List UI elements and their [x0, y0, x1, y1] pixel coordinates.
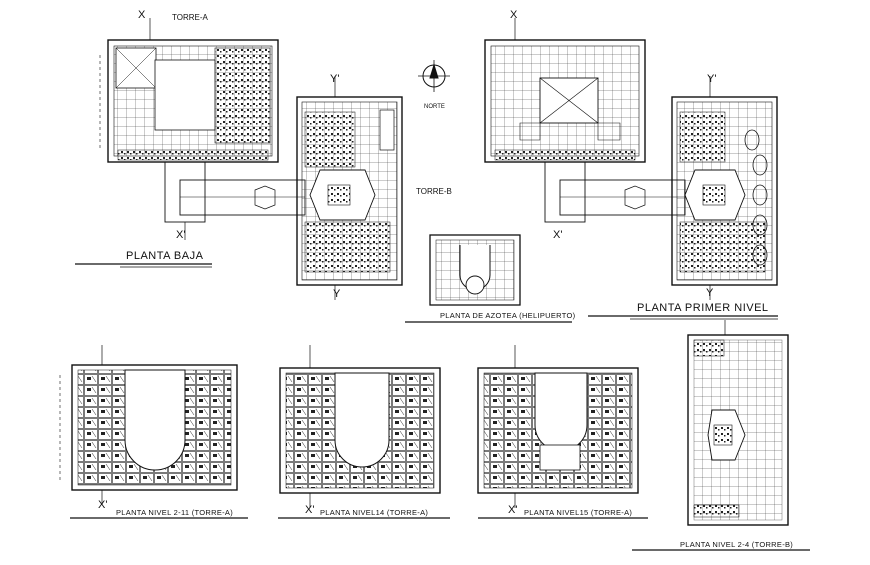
axis-x-marker-2: X	[510, 9, 518, 21]
axis-y-marker-2: Y	[706, 287, 714, 299]
axis-x-prime-marker-3: X'	[98, 499, 108, 511]
north-arrow-icon	[418, 60, 450, 92]
axis-x-prime-marker-5: X'	[508, 504, 518, 516]
label-norte: NORTE	[424, 104, 445, 110]
plan-nivel-14	[278, 345, 450, 519]
title-nivel-2-11: PLANTA NIVEL 2-11 (TORRE-A)	[116, 508, 234, 517]
axis-x-marker: X	[138, 9, 146, 21]
title-nivel-14: PLANTA NIVEL14 (TORRE-A)	[320, 508, 429, 517]
title-nivel-15: PLANTA NIVEL15 (TORRE-A)	[524, 508, 633, 517]
axis-x-prime-marker: X'	[176, 229, 186, 241]
axis-y-prime-marker-2: Y'	[707, 73, 717, 85]
title-planta-baja: PLANTA BAJA	[126, 250, 204, 262]
plan-planta-baja	[75, 18, 403, 300]
title-planta-azotea: PLANTA DE AZOTEA (HELIPUERTO)	[440, 311, 576, 320]
title-nivel-2-4-torre-b: PLANTA NIVEL 2-4 (TORRE-B)	[680, 540, 794, 549]
axis-y-marker: Y	[333, 288, 341, 300]
axis-y-prime-marker: Y'	[330, 73, 340, 85]
plan-nivel-15	[477, 345, 648, 519]
axis-x-prime-marker-2: X'	[553, 229, 563, 241]
label-torre-a: TORRE-A	[172, 13, 208, 22]
plan-planta-azotea	[405, 234, 572, 323]
axis-x-prime-marker-4: X'	[305, 504, 315, 516]
plan-nivel-2-4-torre-b	[632, 320, 810, 551]
plan-nivel-2-11	[59, 345, 248, 519]
plan-planta-primer-nivel	[484, 18, 778, 320]
title-planta-primer-nivel: PLANTA PRIMER NIVEL	[637, 302, 769, 314]
label-torre-b: TORRE-B	[416, 187, 452, 196]
